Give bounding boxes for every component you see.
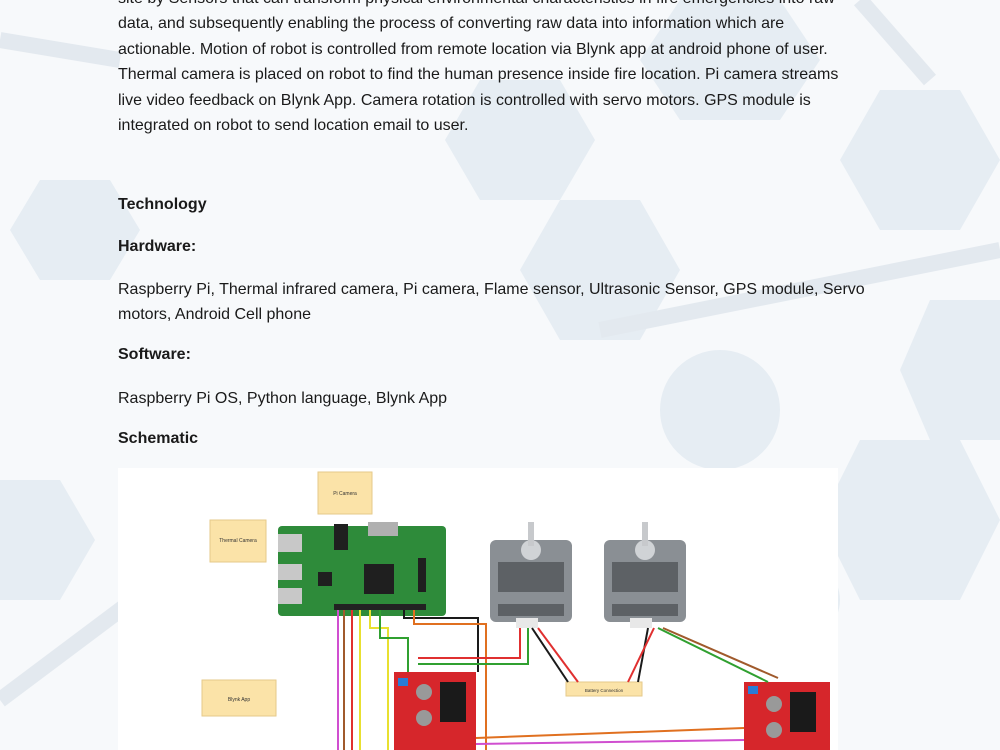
- intro-line: live video feedback on Blynk App. Camera…: [118, 91, 811, 109]
- intro-line: data, and subsequently enabling the proc…: [118, 15, 785, 33]
- thermal-camera-label: Thermal Camera: [219, 538, 257, 544]
- hardware-line-2: motors, Android Cell phone: [118, 306, 311, 323]
- intro-line: integrated on robot to send location ema…: [118, 117, 469, 135]
- intro-paragraph: site by Sensors that can transform physi…: [118, 0, 878, 138]
- software-text: Raspberry Pi OS, Python language, Blynk …: [118, 390, 448, 407]
- hardware-heading: Hardware:: [118, 238, 197, 255]
- intro-line: actionable. Motion of robot is controlle…: [118, 40, 828, 58]
- wiring: [337, 610, 779, 750]
- pi-camera-label: Pi Camera: [333, 491, 357, 497]
- battery-connection-note: Battery Connection: [565, 681, 643, 697]
- raspberry-pi-board: [278, 522, 446, 616]
- pi-camera-note: Pi Camera: [317, 471, 373, 515]
- technology-heading: Technology: [118, 196, 207, 213]
- thermal-camera-note: Thermal Camera: [209, 519, 267, 563]
- stepper-motor-right: [604, 522, 686, 628]
- schematic-diagram: Pi Camera Thermal Camera Blynk App Batte…: [118, 468, 838, 750]
- intro-line: site by Sensors that can transform physi…: [118, 0, 878, 11]
- battery-connection-label: Battery Connection: [585, 688, 624, 693]
- schematic-heading: Schematic: [118, 430, 199, 447]
- hardware-line-1: Raspberry Pi, Thermal infrared camera, P…: [118, 281, 865, 298]
- intro-line: Thermal camera is placed on robot to fin…: [118, 66, 839, 84]
- motor-driver-right: [744, 682, 830, 750]
- software-heading: Software:: [118, 346, 191, 363]
- stepper-motor-left: [490, 522, 572, 628]
- motor-driver-left: [394, 672, 476, 750]
- blynk-app-note: Blynk App: [201, 679, 277, 717]
- blynk-app-label: Blynk App: [228, 697, 250, 703]
